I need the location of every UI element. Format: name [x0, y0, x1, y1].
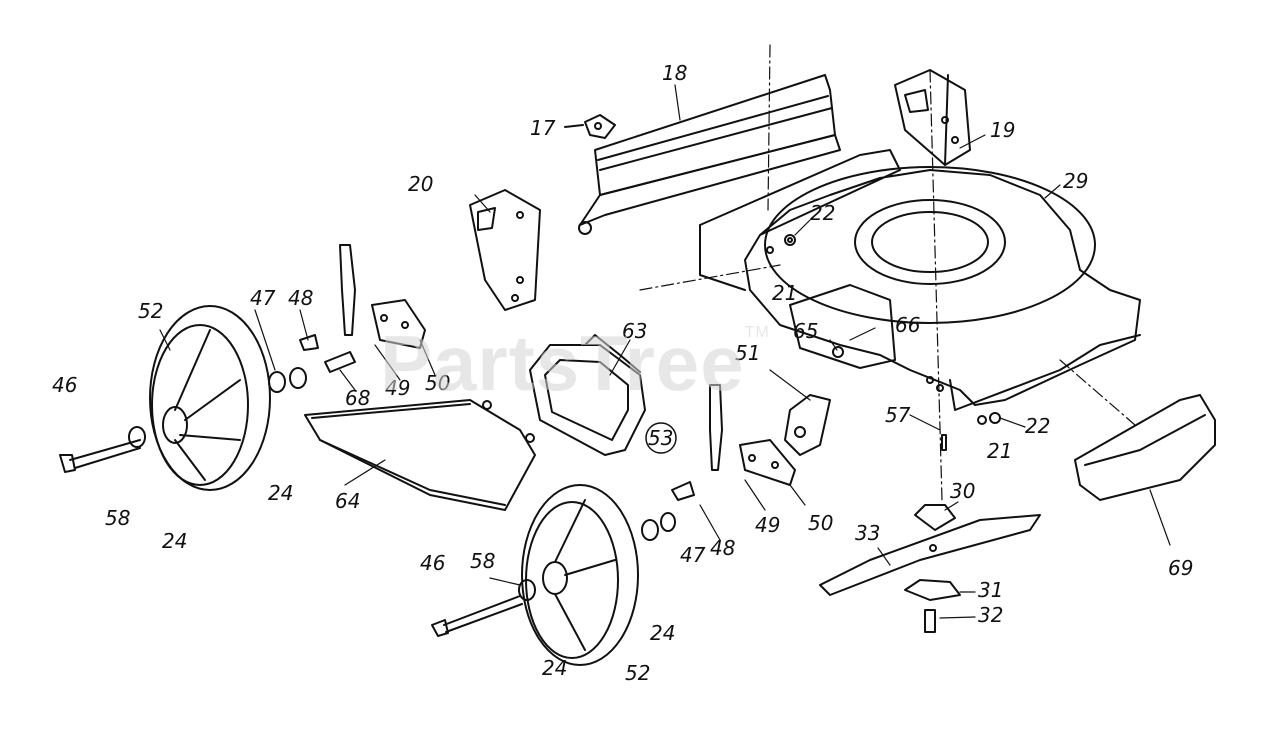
callout-66: 66: [895, 313, 920, 337]
callout-20: 20: [408, 172, 433, 196]
leader-lines: [159, 84, 1171, 619]
callout-46b: 46: [420, 551, 445, 575]
watermark: PartsTreeTM: [380, 318, 770, 409]
side-plate-part: [304, 399, 536, 511]
bracket-part-20: [469, 189, 541, 311]
callout-32: 32: [978, 603, 1003, 627]
bracket-part-51: [784, 394, 831, 456]
callout-69: 69: [1168, 556, 1193, 580]
callout-51: 51: [735, 341, 760, 365]
callout-19: 19: [990, 118, 1015, 142]
callout-48b: 48: [710, 536, 735, 560]
callout-24d: 24: [542, 656, 567, 680]
height-lever-right: [709, 384, 796, 486]
callout-48a: 48: [288, 286, 313, 310]
callout-24a: 24: [268, 481, 293, 505]
callout-53-circle: [645, 422, 677, 454]
callout-47a: 47: [250, 286, 276, 310]
callout-63: 63: [622, 319, 647, 343]
mower-deck-part: [699, 149, 1141, 411]
blade-assembly: [819, 504, 1041, 633]
callout-46a: 46: [52, 373, 77, 397]
callout-58b: 58: [470, 549, 495, 573]
callout-68: 68: [345, 386, 370, 410]
bolt-left: [59, 439, 141, 473]
washers-and-spacers: [128, 334, 695, 601]
callout-50a: 50: [425, 371, 450, 395]
height-lever-left: [339, 244, 426, 349]
callout-47b: 47: [680, 543, 706, 567]
callout-22a: 22: [810, 201, 835, 225]
rear-deflector-part: [1074, 394, 1216, 501]
trademark-mark: TM: [744, 324, 770, 341]
callout-30: 30: [950, 479, 975, 503]
callout-57: 57: [885, 403, 911, 427]
callout-17: 17: [530, 116, 556, 140]
wheel-left: [149, 305, 271, 491]
callout-49a: 49: [385, 376, 410, 400]
watermark-text: PartsTree: [380, 319, 745, 407]
callout-21a: 21: [772, 281, 797, 305]
callout-52a: 52: [138, 299, 163, 323]
callout-18: 18: [662, 61, 687, 85]
callout-65: 65: [793, 319, 818, 343]
center-lines: [639, 44, 1136, 501]
callout-21b: 21: [987, 439, 1012, 463]
wheel-right: [521, 484, 639, 666]
height-bracket-part-19: [894, 69, 971, 166]
callout-24b: 24: [162, 529, 187, 553]
callout-29: 29: [1063, 169, 1088, 193]
callout-53: 53: [648, 426, 673, 450]
callout-50b: 50: [808, 511, 833, 535]
bolt-right: [431, 595, 523, 637]
callout-24c: 24: [650, 621, 675, 645]
callout-31: 31: [978, 578, 1003, 602]
callout-labels: 17 18 19 20 21 21 22 22 24 24 24 24 29 3…: [52, 61, 1193, 685]
callout-22b: 22: [1025, 414, 1050, 438]
rear-baffle-part: [578, 74, 841, 235]
bracket-part-17: [564, 114, 616, 139]
discharge-opening: [789, 284, 896, 369]
callout-64: 64: [335, 489, 360, 513]
callout-58a: 58: [105, 506, 130, 530]
callout-49b: 49: [755, 513, 780, 537]
callout-33: 33: [855, 521, 880, 545]
front-shield-part: [529, 334, 646, 456]
callout-52b: 52: [625, 661, 650, 685]
